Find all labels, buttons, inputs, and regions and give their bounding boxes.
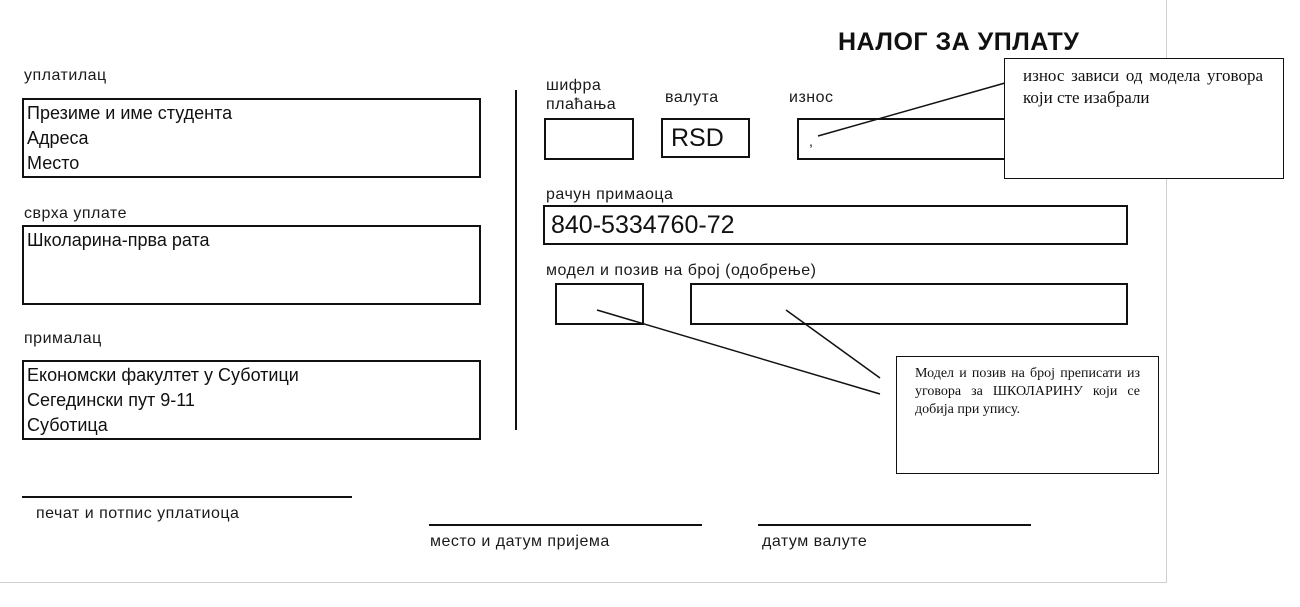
recipient-address: Сегедински пут 9-11 — [27, 390, 195, 410]
purpose-field[interactable]: Школарина-прва рата — [22, 225, 481, 305]
amount-label: износ — [789, 89, 834, 106]
account-label: рачун примаоца — [546, 186, 674, 203]
place-date-label: место и датум пријема — [430, 533, 610, 550]
currency-value: RSD — [671, 124, 724, 152]
payer-address: Адреса — [27, 128, 89, 148]
recipient-field[interactable]: Економски факултет у Суботици Сегедински… — [22, 360, 481, 440]
reference-note-callout: Модел и позив на број преписати из угово… — [896, 356, 1159, 474]
reference-model-field[interactable] — [555, 283, 644, 325]
payer-place: Место — [27, 153, 80, 173]
recipient-label: прималац — [24, 330, 102, 347]
payer-label: уплатилац — [24, 67, 107, 84]
amount-value: , — [809, 133, 813, 149]
currency-field[interactable]: RSD — [661, 118, 750, 158]
payer-name: Презиме и име студента — [27, 103, 233, 123]
reference-label: модел и позив на број (одобрење) — [546, 262, 817, 279]
amount-note-callout: износ зависи од модела уговора који сте … — [1004, 58, 1284, 179]
form-divider — [515, 90, 517, 430]
account-value: 840-5334760-72 — [551, 211, 735, 239]
amount-field[interactable]: , — [797, 118, 1009, 160]
account-field[interactable]: 840-5334760-72 — [543, 205, 1128, 245]
payment-code-label: шифра плаћања — [546, 76, 616, 114]
reference-number-field[interactable] — [690, 283, 1128, 325]
signature-label: печат и потпис уплатиоца — [36, 505, 240, 522]
payment-code-label-line2: плаћања — [546, 96, 617, 113]
payment-code-field[interactable] — [544, 118, 634, 160]
recipient-city: Суботица — [27, 415, 108, 435]
payment-order-form: НАЛОГ ЗА УПЛАТУ уплатилац Презиме и име … — [0, 0, 1167, 583]
currency-label: валута — [665, 89, 719, 106]
payment-code-label-line1: шифра — [546, 77, 602, 94]
form-title: НАЛОГ ЗА УПЛАТУ — [838, 28, 1080, 56]
value-date-line — [758, 524, 1031, 526]
reference-note-text: Модел и позив на број преписати из угово… — [915, 366, 1140, 417]
purpose-text: Школарина-прва рата — [27, 230, 210, 250]
purpose-label: сврха уплате — [24, 205, 127, 222]
recipient-name: Економски факултет у Суботици — [27, 365, 299, 385]
value-date-label: датум валуте — [762, 533, 868, 550]
place-date-line — [429, 524, 702, 526]
signature-line — [22, 496, 352, 498]
payer-field[interactable]: Презиме и име студента Адреса Место — [22, 98, 481, 178]
amount-note-text: износ зависи од модела уговора који сте … — [1023, 66, 1263, 107]
